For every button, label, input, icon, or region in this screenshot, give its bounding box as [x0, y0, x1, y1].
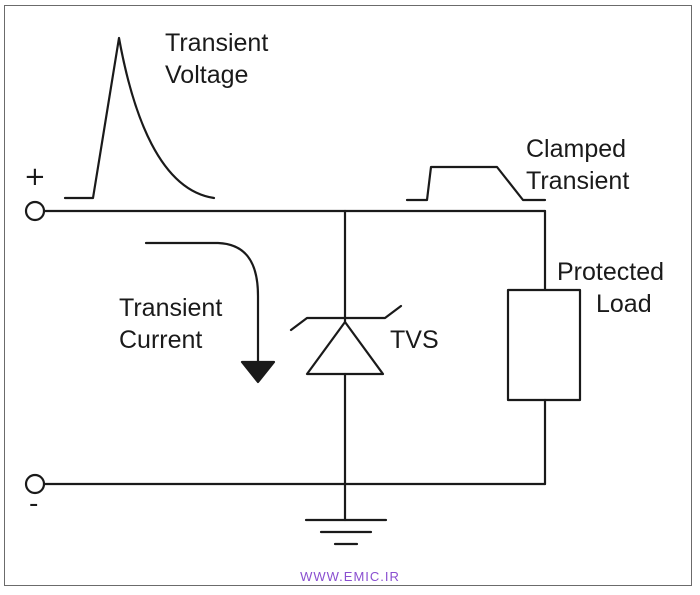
- clamped-transient-label-line1: Clamped: [526, 135, 627, 163]
- clamped-transient-waveform: [405, 165, 547, 202]
- protected-load-resistor: [506, 288, 582, 402]
- protected-load-label-line1: Protected: [557, 258, 665, 286]
- transient-current-arrowhead: [240, 360, 276, 384]
- tvs-diode-cathode-bar: [289, 304, 403, 332]
- tvs-diode-triangle: [305, 320, 385, 376]
- transient-voltage-waveform: [63, 36, 216, 200]
- diagram-frame: [4, 5, 692, 586]
- transient-current-label-line1: Transient: [119, 294, 223, 322]
- positive-terminal: [24, 200, 46, 222]
- positive-sign: +: [24, 162, 46, 192]
- watermark: WWW.EMIC.IR: [300, 569, 400, 584]
- transient-voltage-label-line1: Transient: [165, 29, 269, 57]
- transient-current-label-line2: Current: [119, 326, 203, 354]
- protected-load-label-line2: Load: [596, 290, 652, 318]
- tvs-label: TVS: [390, 326, 439, 354]
- negative-sign: -: [29, 489, 39, 519]
- transient-voltage-label-line2: Voltage: [165, 61, 249, 89]
- transient-current-arrow-path: [144, 241, 260, 364]
- clamped-transient-label-line2: Transient: [526, 167, 630, 195]
